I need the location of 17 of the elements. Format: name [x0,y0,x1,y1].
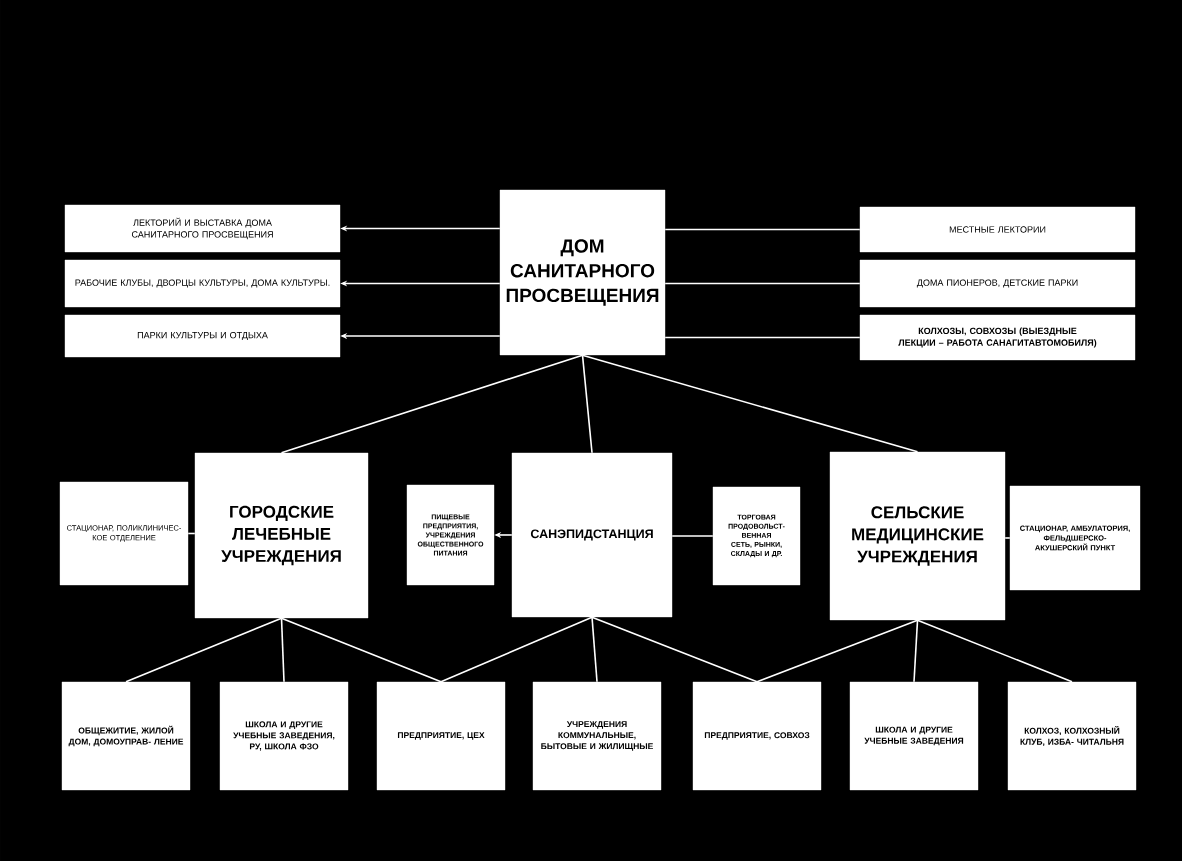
sign-box: ОБЩЕЖИТИЕ, ЖИЛОЙ ДОМ, ДОМОУПРАВ- ЛЕНИЕ [61,681,191,791]
sign-box: ЛЕКТОРИЙ И ВЫСТАВКА ДОМА САНИТАРНОГО ПРОСВЕЩЕНИЯ [64,204,341,253]
sign-box: МЕСТНЫЕ ЛЕКТОРИИ [859,206,1136,253]
sign-box: ДОМА ПИОНЕРОВ, ДЕТСКИЕ ПАРКИ [859,259,1136,308]
sign-box: ШКОЛА И ДРУГИЕ УЧЕБНЫЕ ЗАВЕДЕНИЯ [849,681,979,791]
sign-box: КОЛХОЗ, КОЛХОЗНЫЙ КЛУБ, ИЗБА- ЧИТАЛЬНЯ [1007,681,1137,791]
sign-box: ПАРКИ КУЛЬТУРЫ И ОТДЫХА [64,314,341,358]
heading-box: ГОРОДСКИЕ ЛЕЧЕБНЫЕ УЧРЕЖДЕНИЯ [194,452,369,619]
heading-box: ДОМ САНИТАРНОГО ПРОСВЕЩЕНИЯ [499,189,666,356]
sign-box: ПРЕДПРИЯТИЕ, ЦЕХ [376,681,506,791]
sign-box: УЧРЕЖДЕНИЯ КОММУНАЛЬНЫЕ, БЫТОВЫЕ И ЖИЛИЩНЫЕ [532,681,662,791]
heading-box: САНЭПИДСТАНЦИЯ [511,452,673,618]
heading-box: СЕЛЬСКИЕ МЕДИЦИНСКИЕ УЧРЕЖДЕНИЯ [829,451,1006,621]
sign-box: ШКОЛА И ДРУГИЕ УЧЕБНЫЕ ЗАВЕДЕНИЯ, РУ, ШКОЛА ФЗО [219,681,349,791]
sign-box: ПРЕДПРИЯТИЕ, СОВХОЗ [692,681,822,791]
sign-box: РАБОЧИЕ КЛУБЫ, ДВОРЦЫ КУЛЬТУРЫ, ДОМА КУЛЬТУРЫ. [64,259,341,308]
sign-box: КОЛХОЗЫ, СОВХОЗЫ (ВЫЕЗДНЫЕ ЛЕКЦИИ – РАБОТА САНАГИТАВТОМОБИЛЯ) [859,314,1136,361]
